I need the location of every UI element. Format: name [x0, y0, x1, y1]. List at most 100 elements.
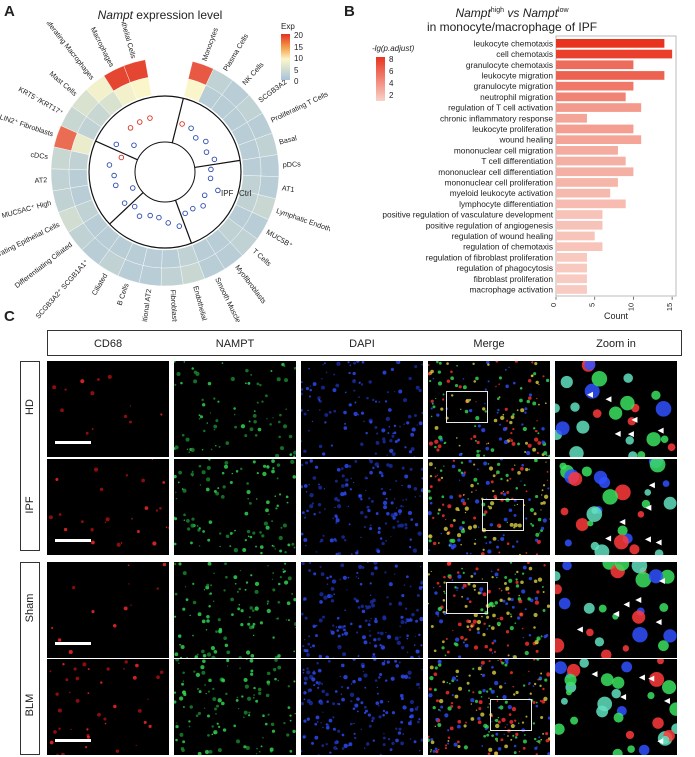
dendrogram-node: [201, 192, 208, 199]
panel-a-title-rest: expression level: [132, 8, 223, 22]
bar: [556, 274, 587, 284]
panel-a-letter: A: [4, 3, 15, 20]
micrograph-pattern: [174, 562, 296, 658]
arrowhead-marker: [657, 427, 664, 434]
arrowhead-marker: [614, 430, 621, 437]
dendrogram-node: [179, 121, 185, 127]
dendrogram-node: [137, 119, 143, 125]
micrograph-merge: [428, 659, 550, 755]
dendrogram-node: [182, 210, 188, 217]
bar-category-label: granulocyte chemotaxis: [466, 60, 553, 70]
bar: [556, 253, 587, 262]
panel-c-letter: C: [4, 308, 15, 325]
arrowhead-marker: [591, 671, 598, 678]
arrowhead-marker: [663, 697, 670, 704]
row-label: HD: [24, 399, 36, 415]
micrograph-dapi: [301, 459, 423, 555]
micrograph-dapi: [301, 659, 423, 755]
bar-category-label: regulation of chemotaxis: [463, 242, 553, 252]
bar: [556, 103, 642, 112]
arrowhead-marker: [644, 536, 651, 543]
bar-category-label: myeloid leukocyte activation: [450, 188, 554, 198]
column-header: CD68: [93, 338, 123, 350]
micrograph-pattern: [428, 361, 550, 457]
bar: [556, 60, 634, 70]
micrograph-pattern: [51, 562, 167, 655]
dendrogram-node: [203, 138, 209, 145]
cell-type-label: PLIN2⁺ Fibroblasts: [0, 111, 55, 139]
micrograph-cd68: [47, 562, 169, 658]
cell-type-label: Myofibroblasts: [233, 263, 268, 306]
cluster-divider: [194, 159, 241, 169]
legend-tick: 0: [294, 77, 299, 86]
cluster-divider: [109, 192, 144, 225]
micrograph-pattern: [48, 459, 169, 547]
x-tick-label: 15: [665, 303, 674, 311]
arrowhead-marker: [657, 738, 664, 745]
cell-type-label: MUC5B⁺: [265, 227, 295, 250]
legend-tick: 20: [294, 31, 303, 40]
micrograph-pattern: [174, 659, 296, 755]
bar: [556, 263, 587, 273]
dendrogram-node: [136, 213, 143, 219]
arrowhead-marker: [587, 391, 594, 398]
micrograph-pattern: [49, 660, 164, 755]
dendrogram-node: [190, 205, 196, 212]
arrowhead-marker: [645, 504, 652, 511]
panel-b-title: Nampthigh vs Namptlow in monocyte/macrop…: [392, 4, 632, 34]
scale-bar: [55, 739, 91, 742]
cell-type-label: cDCs: [30, 150, 49, 161]
arrowhead-marker: [605, 396, 612, 403]
micrograph-pattern: [174, 459, 296, 555]
cell-type-label: NK Cells: [240, 60, 266, 87]
heatmap-cell-ctrl: [68, 169, 89, 189]
micrograph-pattern: [301, 361, 423, 457]
micrograph-zoom: [555, 562, 677, 658]
arrowhead-marker: [605, 535, 612, 542]
row-label: Sham: [24, 593, 36, 623]
bar-category-label: leukocyte chemotaxis: [474, 38, 553, 48]
bar: [556, 231, 595, 241]
micrograph-merge: [428, 562, 550, 658]
bar-category-label: granulocyte migration: [474, 81, 554, 91]
cell-type-label: Basal: [278, 133, 298, 146]
arrowhead-marker: [631, 416, 638, 423]
bar: [556, 188, 611, 198]
heatmap-cell-ctrl: [241, 157, 262, 177]
plot-frame: [555, 35, 677, 297]
dendrogram-node: [147, 115, 153, 121]
micrograph-pattern: [428, 459, 550, 555]
dendrogram-node: [203, 149, 210, 155]
arrowhead-marker: [627, 431, 634, 438]
heatmap-cell-ipf: [160, 266, 184, 287]
panel-c-header: [47, 330, 682, 356]
cluster-divider: [174, 199, 193, 244]
zoom-region-box: [446, 391, 488, 423]
bar: [556, 167, 634, 177]
cell-type-label: Macrophages: [89, 25, 117, 68]
title-sup-a: high: [490, 7, 505, 14]
bar: [556, 124, 634, 134]
bar-category-label: regulation of wound healing: [452, 231, 554, 241]
row-label: IPF: [24, 496, 36, 514]
bar-category-label: wound healing: [498, 135, 553, 145]
micrograph-pattern: [559, 459, 677, 555]
zoom-region-box: [482, 499, 524, 531]
bar: [556, 199, 626, 209]
bar-category-label: regulation of phagocytosis: [457, 263, 553, 273]
arrowhead-marker: [659, 577, 666, 584]
micrograph-zoom: [555, 459, 677, 555]
micrograph-nampt: [174, 361, 296, 457]
cell-type-label: Mast Cells: [48, 69, 80, 98]
micrograph-pattern: [428, 562, 550, 658]
cell-type-label: Proliferating Macrophages: [38, 22, 97, 82]
legend-tick: 2: [389, 91, 394, 100]
panel-b-letter: B: [344, 3, 355, 20]
dendrogram-node: [207, 175, 214, 182]
cell-type-label: AT2: [34, 175, 47, 185]
legend-tick: 10: [294, 54, 303, 63]
bar: [556, 285, 587, 294]
